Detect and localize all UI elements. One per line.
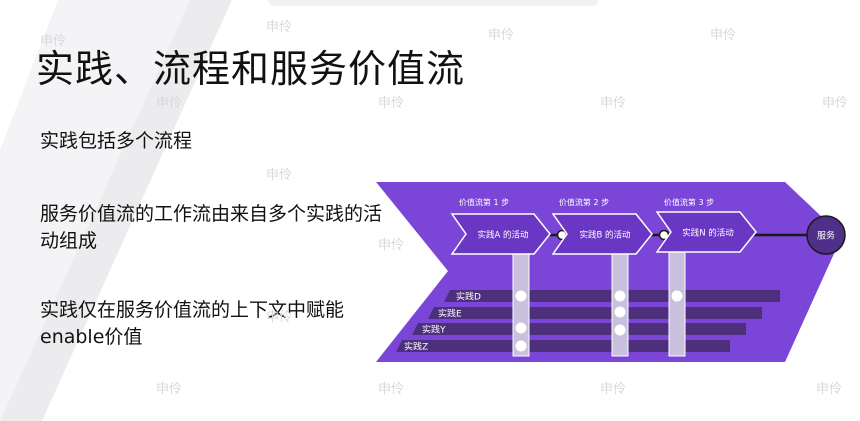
top-decorative-bar xyxy=(268,0,598,6)
practice-label-y: 实践Y xyxy=(422,324,446,336)
bullet-practices-include-processes: 实践包括多个流程 xyxy=(40,130,193,152)
practice-label-z: 实践Z xyxy=(404,341,428,353)
slide-title: 实践、流程和服务价值流 xyxy=(36,47,466,91)
column-node xyxy=(614,306,626,318)
service-label: 服务 xyxy=(817,230,835,242)
activity-chevron-b xyxy=(551,213,653,255)
practice-bar-y xyxy=(412,323,746,335)
step-label-1: 价值流第 1 步 xyxy=(459,197,509,207)
activity-label-n: 实践N 的活动 xyxy=(682,228,734,239)
practice-bar-z xyxy=(396,340,730,352)
column-node xyxy=(614,324,626,336)
service-node xyxy=(806,215,846,255)
activity-chevron-n xyxy=(655,211,757,253)
activity-chevron-a xyxy=(450,213,551,255)
column-node xyxy=(515,340,527,352)
column-node xyxy=(671,290,683,302)
practice-label-e: 实践E xyxy=(438,308,462,320)
bullet-value-stream-workflow: 服务价值流的工作流由来自多个实践的活动组成 xyxy=(40,203,383,252)
column-node xyxy=(614,290,626,302)
activity-label-b: 实践B 的活动 xyxy=(579,230,631,241)
bullet-practice-enables-value: 实践仅在服务价值流的上下文中赋能enable价值 xyxy=(40,299,345,348)
column-node xyxy=(515,322,527,334)
step-label-3: 价值流第 3 步 xyxy=(664,197,714,207)
practice-bar-e xyxy=(428,307,762,319)
activity-label-a: 实践A 的活动 xyxy=(477,230,529,241)
practice-label-d: 实践D xyxy=(456,291,481,303)
column-node xyxy=(515,290,527,302)
step-label-2: 价值流第 2 步 xyxy=(559,197,609,207)
